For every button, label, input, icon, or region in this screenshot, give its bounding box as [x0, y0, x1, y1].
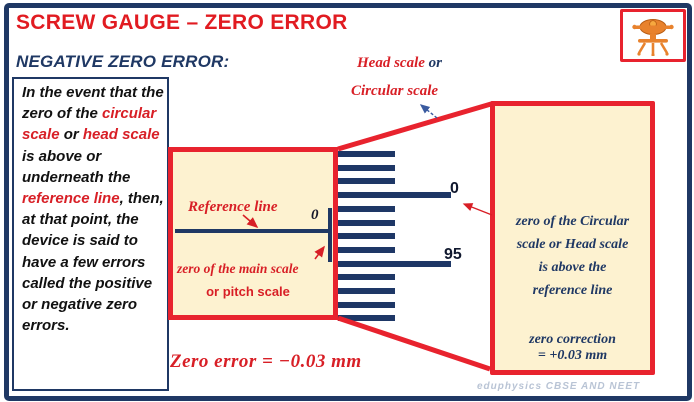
eduphysics-logo [620, 9, 686, 62]
circular-scale-division [338, 260, 451, 267]
circular-scale-division [338, 301, 395, 308]
watermark: eduphysics CBSE AND NEET [477, 381, 641, 392]
zero-error-value: Zero error = −0.03 mm [170, 351, 362, 372]
explanation-paragraph: In the event that the zero of the circul… [22, 84, 164, 335]
reference-line-label: Reference line [188, 199, 278, 215]
zero-correction-text: zero correction = +0.03 mm [495, 332, 650, 364]
circular-scale-division [338, 164, 395, 171]
section-subtitle: NEGATIVE ZERO ERROR: [16, 52, 230, 71]
circular-scale-95-value: 95 [444, 246, 462, 263]
magnified-view-description: zero of the Circular scale or Head scale… [495, 210, 650, 302]
circular-scale-division [338, 274, 395, 281]
explanation-text-box: In the event that the zero of the circul… [12, 77, 169, 391]
main-scale-caption: zero of the main scale [177, 261, 299, 276]
circular-scale-division [338, 233, 395, 240]
description-line: scale or Head scale [516, 237, 629, 252]
head-scale-label: Head scale or [357, 55, 442, 71]
circular-scale-division [338, 288, 395, 294]
description-line: is above the [538, 260, 607, 275]
circular-scale-zero-value: 0 [450, 180, 459, 197]
circular-scale-division [338, 246, 395, 253]
pitch-scale-caption: or pitch scale [206, 284, 290, 299]
theodolite-icon [632, 18, 674, 56]
correction-value: = +0.03 mm [537, 348, 608, 363]
circular-scale-stripes [338, 151, 453, 323]
main-scale-zero-label: 0 [311, 207, 319, 223]
circular-scale-division [338, 192, 451, 199]
circular-scale-division [338, 151, 395, 157]
description-line: zero of the Circular [515, 214, 630, 229]
main-scale-box [168, 147, 338, 320]
circular-scale-division [338, 219, 395, 226]
circular-scale-label: Circular scale [351, 83, 439, 99]
page-title: SCREW GAUGE – ZERO ERROR [16, 11, 348, 34]
circular-scale-division [338, 315, 395, 322]
circular-scale-division [338, 205, 395, 212]
magnified-view-panel: zero of the Circular scale or Head scale… [490, 101, 655, 375]
circular-scale-division [338, 178, 395, 185]
main-scale-zero-tick [328, 208, 332, 262]
description-line: reference line [532, 283, 613, 298]
correction-line: zero correction [529, 332, 616, 347]
reference-line [175, 229, 331, 233]
